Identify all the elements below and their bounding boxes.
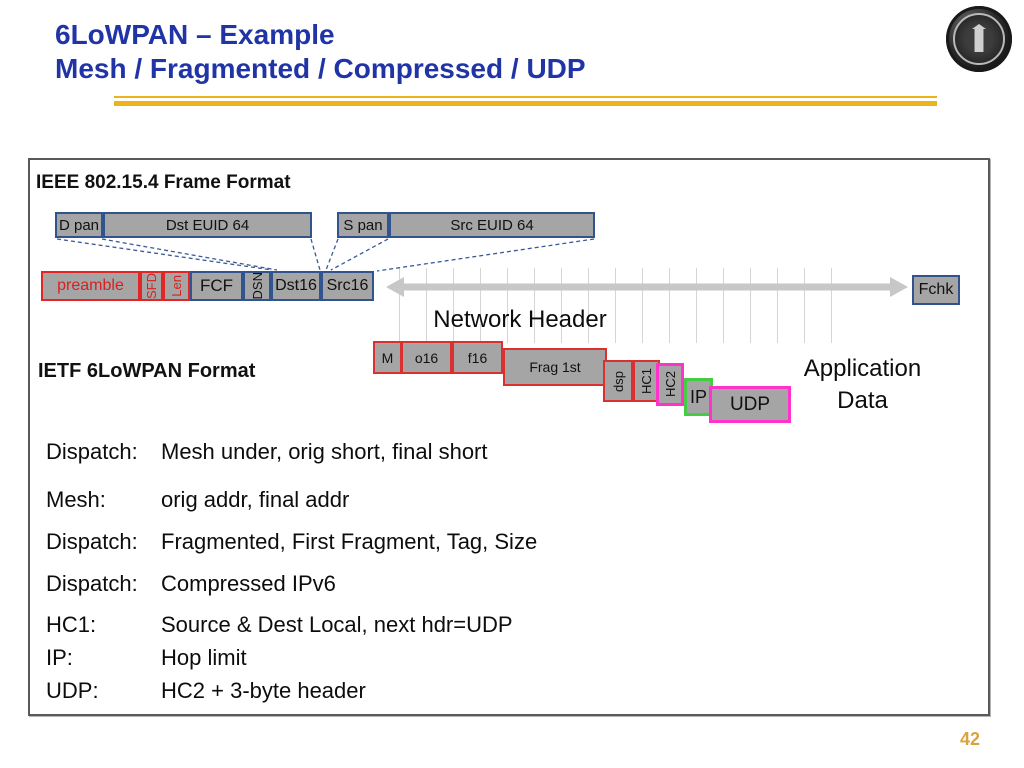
title-underline-thin	[114, 96, 937, 98]
box-hc2-label: HC2	[662, 371, 678, 398]
box-o16: o16	[401, 341, 452, 374]
note-label: UDP:	[46, 678, 99, 703]
box-fcf-label: FCF	[199, 276, 234, 295]
network-header-label: Network Header	[433, 306, 607, 333]
box-preamble-label: preamble	[57, 277, 124, 294]
box-fcf: FCF	[190, 271, 243, 301]
box-src-euid64-label: Src EUID 64	[450, 216, 534, 234]
box-dst16: Dst16	[271, 271, 321, 301]
note-label: Mesh:	[46, 487, 106, 512]
box-f16: f16	[452, 341, 503, 374]
box-dst-euid64-label: Dst EUID 64	[165, 216, 250, 234]
box-mesh-m-label: M	[381, 349, 394, 366]
box-ip-label: IP	[689, 386, 707, 407]
box-d-pan-label: D pan	[58, 216, 100, 234]
box-dsp-label: dsp	[610, 370, 626, 392]
box-fchk-label: Fchk	[918, 281, 954, 298]
note-label: IP:	[46, 645, 73, 670]
note-label: HC1:	[46, 612, 97, 637]
note-label: Dispatch:	[46, 571, 138, 596]
title-underline-thick	[114, 101, 937, 106]
box-dsp: dsp	[603, 360, 633, 402]
box-s-pan-label: S pan	[343, 216, 383, 234]
note-row: HC1: Source & Dest Local, next hdr=UDP	[46, 612, 513, 638]
note-row: UDP: HC2 + 3-byte header	[46, 678, 366, 704]
box-sfd: SFD	[140, 271, 163, 301]
box-s-pan: S pan	[337, 212, 389, 238]
slide-title-line1: 6LoWPAN – Example	[55, 19, 335, 50]
note-row: Dispatch: Compressed IPv6	[46, 571, 336, 597]
page-number: 42	[959, 729, 981, 749]
box-sfd-label: SFD	[144, 273, 159, 299]
note-value: Compressed IPv6	[161, 571, 336, 596]
note-row: Dispatch: Fragmented, First Fragment, Tag…	[46, 529, 537, 555]
box-dst-euid64: Dst EUID 64	[103, 212, 312, 238]
application-data-label: Application Data	[790, 353, 935, 417]
box-o16-label: o16	[414, 349, 439, 366]
box-len: Len	[163, 271, 190, 301]
box-src16: Src16	[321, 271, 374, 301]
note-value: Fragmented, First Fragment, Tag, Size	[161, 529, 538, 554]
box-hc2: HC2	[656, 363, 684, 406]
note-value: Hop limit	[161, 645, 247, 670]
box-frag-1st-label: Frag 1st	[529, 359, 581, 375]
box-d-pan: D pan	[55, 212, 103, 238]
note-label: Dispatch:	[46, 439, 138, 464]
box-udp: UDP	[709, 386, 791, 423]
box-frag-1st: Frag 1st	[503, 348, 607, 386]
note-value: HC2 + 3-byte header	[161, 678, 366, 703]
ieee-frame-format-heading: IEEE 802.15.4 Frame Format	[36, 172, 291, 193]
box-mesh-m: M	[373, 341, 402, 374]
box-hc1-label: HC1	[639, 367, 654, 394]
title-underline	[114, 96, 937, 106]
box-dsn: DSN	[243, 271, 271, 301]
seal-ring	[953, 13, 1005, 65]
box-udp-label: UDP	[729, 393, 771, 415]
note-value: Source & Dest Local, next hdr=UDP	[161, 612, 513, 637]
box-hc1: HC1	[633, 360, 660, 402]
seal-tower-emblem	[972, 24, 986, 52]
note-row: Dispatch: Mesh under, orig short, final s…	[46, 439, 488, 465]
note-row: IP: Hop limit	[46, 645, 247, 671]
slide-title: 6LoWPAN – Example Mesh / Fragmented / Co…	[55, 18, 586, 86]
application-data-line2: Data	[837, 387, 888, 414]
application-data-line1: Application	[803, 355, 922, 382]
box-len-label: Len	[169, 275, 184, 297]
box-src-euid64: Src EUID 64	[389, 212, 595, 238]
slide-title-line2: Mesh / Fragmented / Compressed / UDP	[55, 53, 586, 84]
box-preamble: preamble	[41, 271, 140, 301]
box-src16-label: Src16	[326, 277, 369, 294]
ietf-6lowpan-heading: IETF 6LoWPAN Format	[38, 360, 256, 382]
box-f16-label: f16	[467, 349, 488, 366]
note-row: Mesh: orig addr, final addr	[46, 487, 349, 513]
content-frame	[28, 158, 990, 716]
note-label: Dispatch:	[46, 529, 138, 554]
note-value: Mesh under, orig short, final short	[161, 439, 488, 464]
box-dsn-label: DSN	[249, 272, 265, 300]
note-value: orig addr, final addr	[161, 487, 350, 512]
university-seal-logo	[946, 6, 1012, 72]
box-fchk: Fchk	[912, 275, 960, 305]
box-dst16-label: Dst16	[275, 277, 317, 294]
